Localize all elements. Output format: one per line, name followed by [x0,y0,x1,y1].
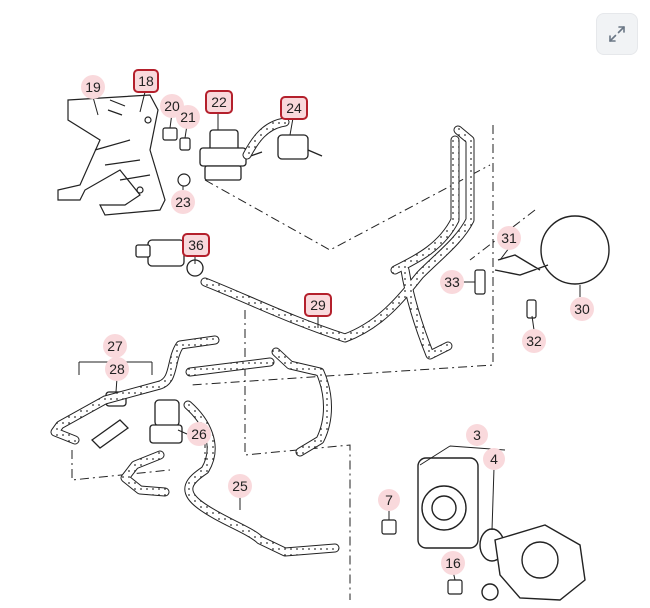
callout-21[interactable]: 21 [176,105,200,129]
svg-text:32: 32 [526,333,542,349]
svg-text:33: 33 [444,274,460,290]
callout-24[interactable]: 24 [280,96,308,120]
svg-text:21: 21 [180,109,196,125]
svg-text:27: 27 [107,338,123,354]
callout-33[interactable]: 33 [440,270,464,294]
svg-text:22: 22 [211,94,227,110]
solenoid-valve-22 [199,129,263,181]
callout-7[interactable]: 7 [378,489,400,511]
callout-27[interactable]: 27 [103,334,127,358]
canister-30 [494,215,610,285]
svg-text:26: 26 [191,426,207,442]
callout-18[interactable]: 18 [133,69,159,93]
svg-text:3: 3 [473,427,481,443]
callout-16[interactable]: 16 [441,551,465,575]
expand-arrows-icon [609,26,625,42]
svg-text:4: 4 [490,451,498,467]
callout-3[interactable]: 3 [466,424,488,446]
bolts-and-nuts [162,127,537,595]
svg-text:23: 23 [175,194,191,210]
svg-text:24: 24 [286,100,302,116]
callout-36[interactable]: 36 [182,233,210,257]
svg-text:30: 30 [574,301,590,317]
svg-text:18: 18 [138,73,154,89]
callout-32[interactable]: 32 [522,329,546,353]
callout-29[interactable]: 29 [304,293,332,317]
callout-4[interactable]: 4 [483,448,505,470]
throttle-body [417,457,586,601]
svg-text:19: 19 [85,79,101,95]
svg-text:31: 31 [501,230,517,246]
svg-text:20: 20 [164,98,180,114]
svg-text:29: 29 [310,297,326,313]
callout-19[interactable]: 19 [81,75,105,99]
callout-30[interactable]: 30 [570,297,594,321]
svg-text:28: 28 [109,361,125,377]
callout-25[interactable]: 25 [228,474,252,498]
mounting-bracket [57,94,166,216]
callout-23[interactable]: 23 [171,190,195,214]
svg-text:7: 7 [385,492,393,508]
svg-text:25: 25 [232,478,248,494]
hoses [50,117,475,557]
expand-button[interactable] [596,13,638,55]
callout-28[interactable]: 28 [105,357,129,381]
callout-26[interactable]: 26 [187,422,211,446]
filter-24 [277,134,323,160]
callout-22[interactable]: 22 [205,90,233,114]
callout-31[interactable]: 31 [497,226,521,250]
callouts: 19 18 20 21 22 24 23 36 [81,69,594,575]
svg-text:36: 36 [188,237,204,253]
connector-36 [135,239,204,277]
svg-text:16: 16 [445,555,461,571]
valve-26 [149,399,183,444]
